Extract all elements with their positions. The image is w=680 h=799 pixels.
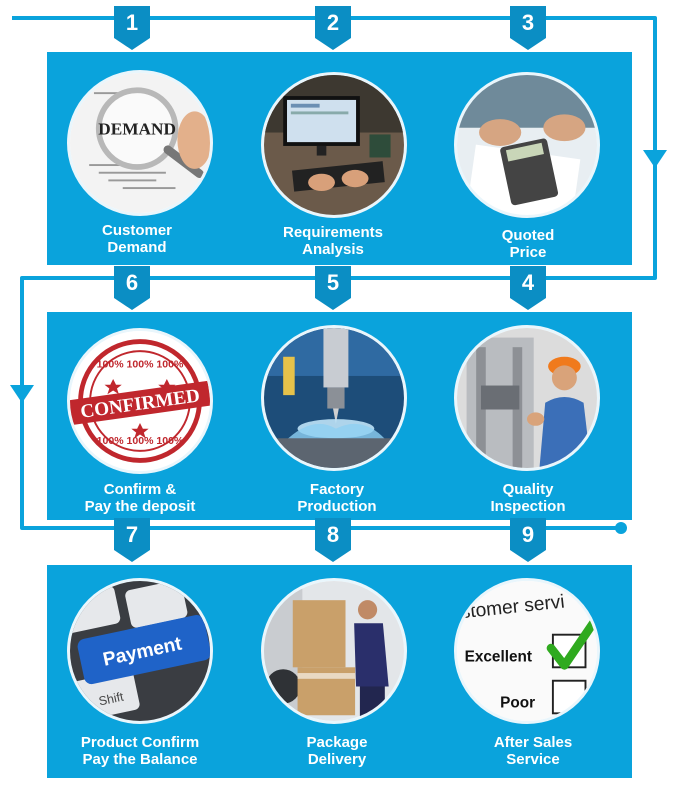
step-number: 8 — [326, 522, 340, 547]
demand-magnifier-image: DEMAND — [67, 70, 213, 216]
step-caption-6: Confirm &Pay the deposit — [84, 481, 196, 515]
step-number: 9 — [521, 522, 535, 547]
delivery-boxes-image — [261, 578, 407, 724]
step-badge-9: 9 — [508, 518, 548, 564]
service-checklist-image: stomer servi Excellent Poor — [454, 578, 600, 724]
connector-end-dot — [615, 522, 627, 534]
step-badge-3: 3 — [508, 6, 548, 52]
step-badge-7: 7 — [112, 518, 152, 564]
arrow-down-icon — [10, 385, 34, 403]
step-number: 1 — [125, 10, 139, 35]
step-number: 5 — [326, 270, 340, 295]
svg-text:Poor: Poor — [500, 695, 535, 712]
svg-text:100% 100% 100%: 100% 100% 100% — [97, 358, 184, 370]
step-number: 2 — [326, 10, 340, 35]
step-badge-1: 1 — [112, 6, 152, 52]
svg-text:Shift: Shift — [97, 690, 125, 709]
step-badge-4: 4 — [508, 266, 548, 312]
confirmed-stamp-image: 100% 100% 100% 100% 100% 100% CONFIRMED — [67, 328, 213, 474]
arrow-down-icon — [643, 150, 667, 168]
step-number: 7 — [125, 522, 139, 547]
svg-text:DEMAND: DEMAND — [98, 119, 176, 138]
step-number: 3 — [521, 10, 535, 35]
calculator-image — [454, 72, 600, 218]
step-badge-5: 5 — [313, 266, 353, 312]
step-badge-6: 6 — [112, 266, 152, 312]
payment-key-image: Payment Shift — [67, 578, 213, 724]
technician-image — [454, 325, 600, 471]
cnc-machine-image — [261, 325, 407, 471]
svg-text:100% 100% 100%: 100% 100% 100% — [97, 435, 184, 447]
step-number: 6 — [125, 270, 139, 295]
svg-text:Excellent: Excellent — [465, 649, 532, 666]
step-badge-8: 8 — [313, 518, 353, 564]
computer-typing-image — [261, 72, 407, 218]
step-number: 4 — [521, 270, 535, 295]
step-badge-2: 2 — [313, 6, 353, 52]
